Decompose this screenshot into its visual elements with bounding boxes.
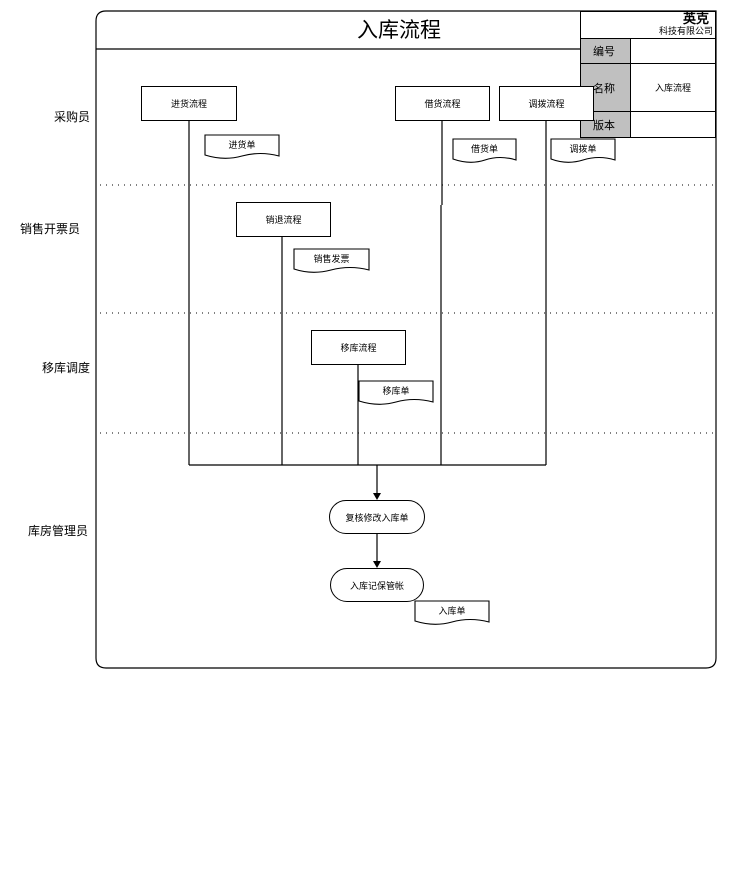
document-shape-d3 xyxy=(550,138,616,163)
process-box-purchase[interactable]: 进货流程 xyxy=(141,86,237,121)
process-box-sales-return[interactable]: 销退流程 xyxy=(236,202,331,237)
company-header: 英克 科技有限公司 xyxy=(580,11,716,38)
arrow-head xyxy=(373,493,381,500)
document-shape-d1 xyxy=(204,134,280,159)
company-logo-text: 英克 xyxy=(682,12,709,27)
lane-label-sales-invoicer: 销售开票员 xyxy=(19,222,80,236)
process-box-allocation[interactable]: 调拨流程 xyxy=(499,86,594,121)
info-label-number: 编号 xyxy=(580,38,631,64)
document-purchase-order: 进货单 xyxy=(228,141,256,151)
document-sales-invoice: 销售发票 xyxy=(313,255,350,265)
process-box-transfer[interactable]: 移库流程 xyxy=(311,330,406,365)
lane-label-purchaser: 采购员 xyxy=(53,110,90,124)
process-box-borrow[interactable]: 借货流程 xyxy=(395,86,490,121)
terminal-review-inbound[interactable]: 复核修改入库单 xyxy=(329,500,425,534)
terminal-record-ledger[interactable]: 入库记保管帐 xyxy=(330,568,424,602)
document-borrow-order: 借货单 xyxy=(470,145,498,155)
document-shape-d4 xyxy=(293,248,370,273)
company-name: 科技有限公司 xyxy=(658,27,713,37)
document-shape-d6 xyxy=(414,600,490,625)
lane-label-warehouse-manager: 库房管理员 xyxy=(27,524,88,538)
page-title: 入库流程 xyxy=(357,18,441,42)
info-value-name: 入库流程 xyxy=(630,63,716,112)
info-value-number xyxy=(630,38,716,64)
connectors xyxy=(188,120,547,561)
document-shape-d5 xyxy=(358,380,434,405)
outer-frame xyxy=(95,10,717,669)
lane-label-transfer-dispatcher: 移库调度 xyxy=(41,361,90,375)
info-value-version xyxy=(630,111,716,138)
document-shape-d2 xyxy=(452,138,517,163)
arrow-head xyxy=(373,561,381,568)
document-inbound-order: 入库单 xyxy=(438,607,466,617)
document-transfer-order: 移库单 xyxy=(382,387,410,397)
document-allocation-order: 调拨单 xyxy=(569,145,597,155)
